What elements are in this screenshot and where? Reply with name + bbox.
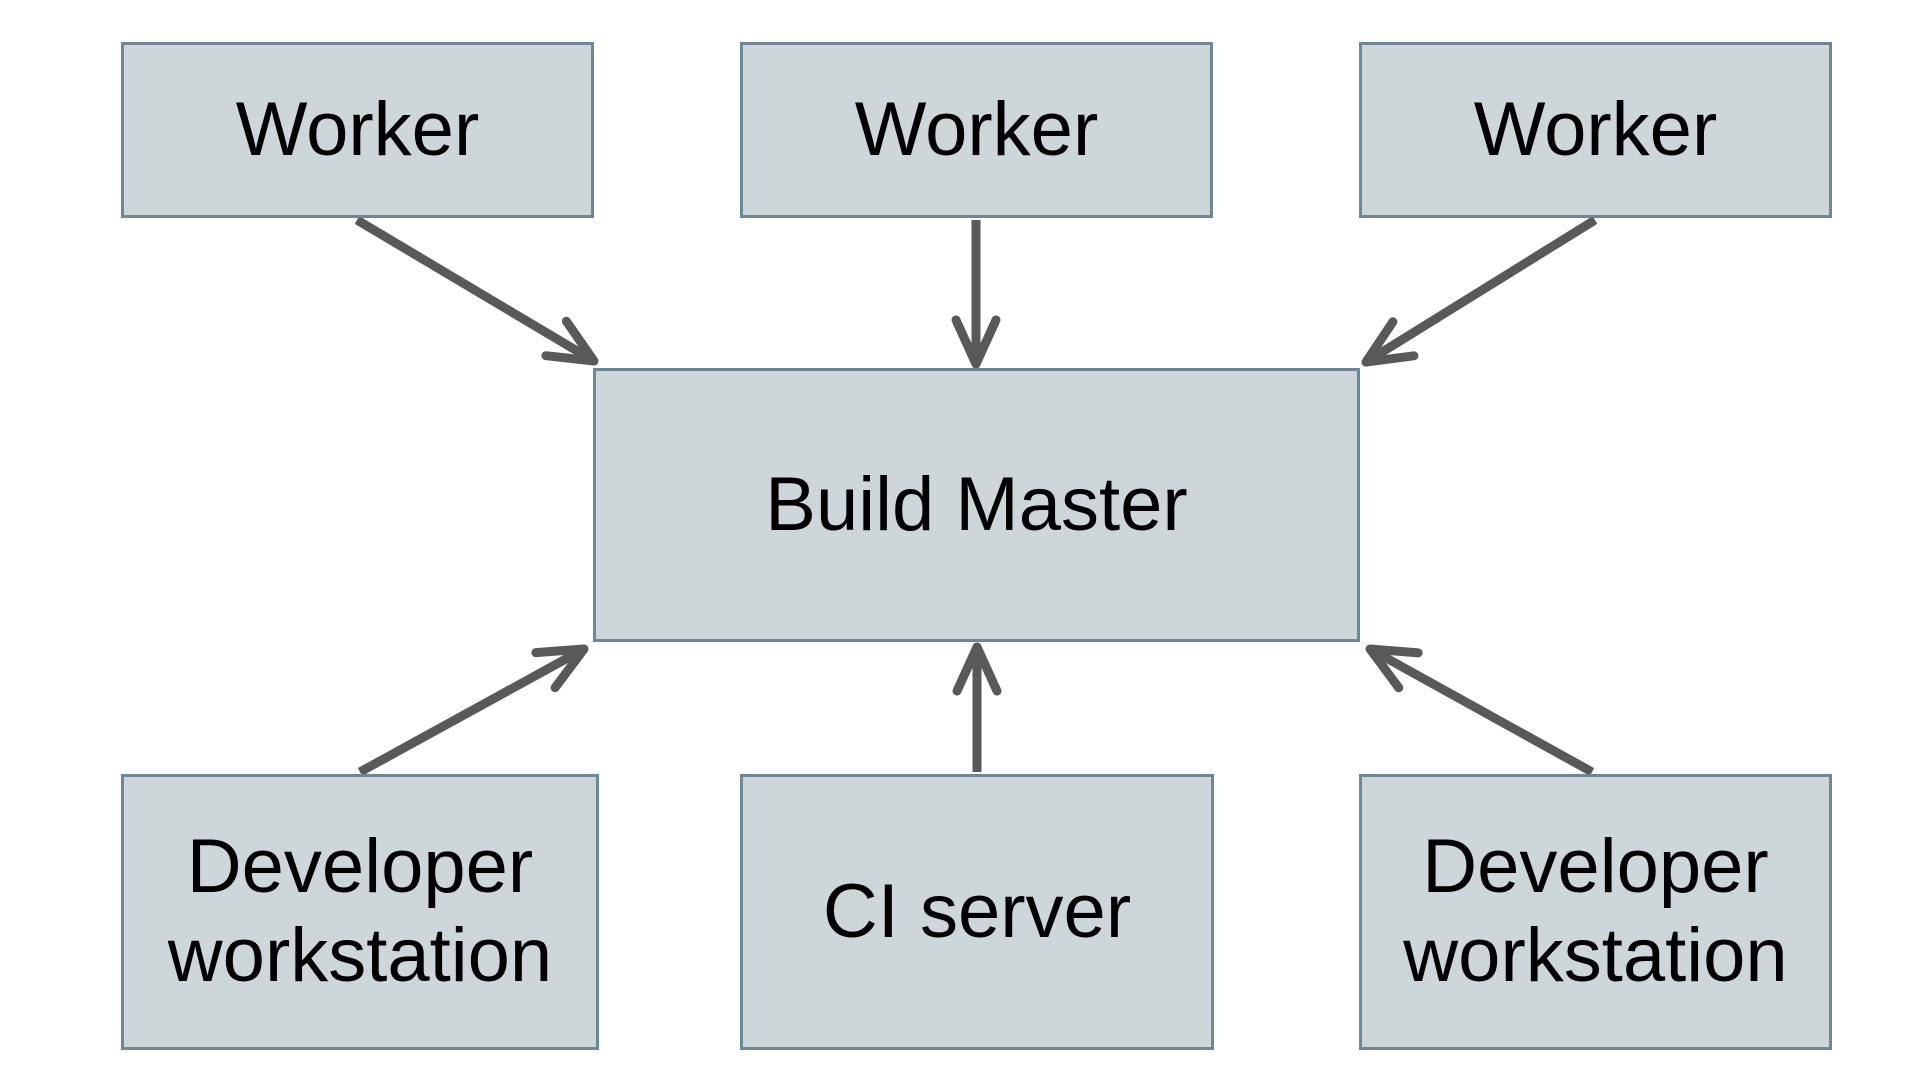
- node-worker-left: Worker: [121, 42, 594, 218]
- node-ci-server-label: CI server: [822, 868, 1132, 954]
- node-developer-workstation-right: Developer workstation: [1359, 774, 1832, 1050]
- arrow-worker-right-to-build-master: [1361, 216, 1598, 367]
- node-worker-right-label: Worker: [1473, 86, 1718, 172]
- node-ci-server: CI server: [740, 774, 1214, 1050]
- node-build-master-label: Build Master: [765, 461, 1188, 547]
- arrow-worker-left-to-build-master: [354, 216, 599, 366]
- node-build-master: Build Master: [593, 368, 1360, 642]
- node-developer-workstation-left-label: Developer workstation: [167, 824, 553, 998]
- node-worker-left-label: Worker: [235, 86, 480, 172]
- arrow-devws-right-to-build-master: [1365, 644, 1595, 776]
- node-worker-right: Worker: [1359, 42, 1832, 218]
- node-worker-middle-label: Worker: [854, 86, 1099, 172]
- node-developer-workstation-right-label: Developer workstation: [1403, 824, 1788, 998]
- node-developer-workstation-left: Developer workstation: [121, 774, 599, 1050]
- node-worker-middle: Worker: [740, 42, 1213, 218]
- arrow-devws-left-to-build-master: [357, 644, 589, 776]
